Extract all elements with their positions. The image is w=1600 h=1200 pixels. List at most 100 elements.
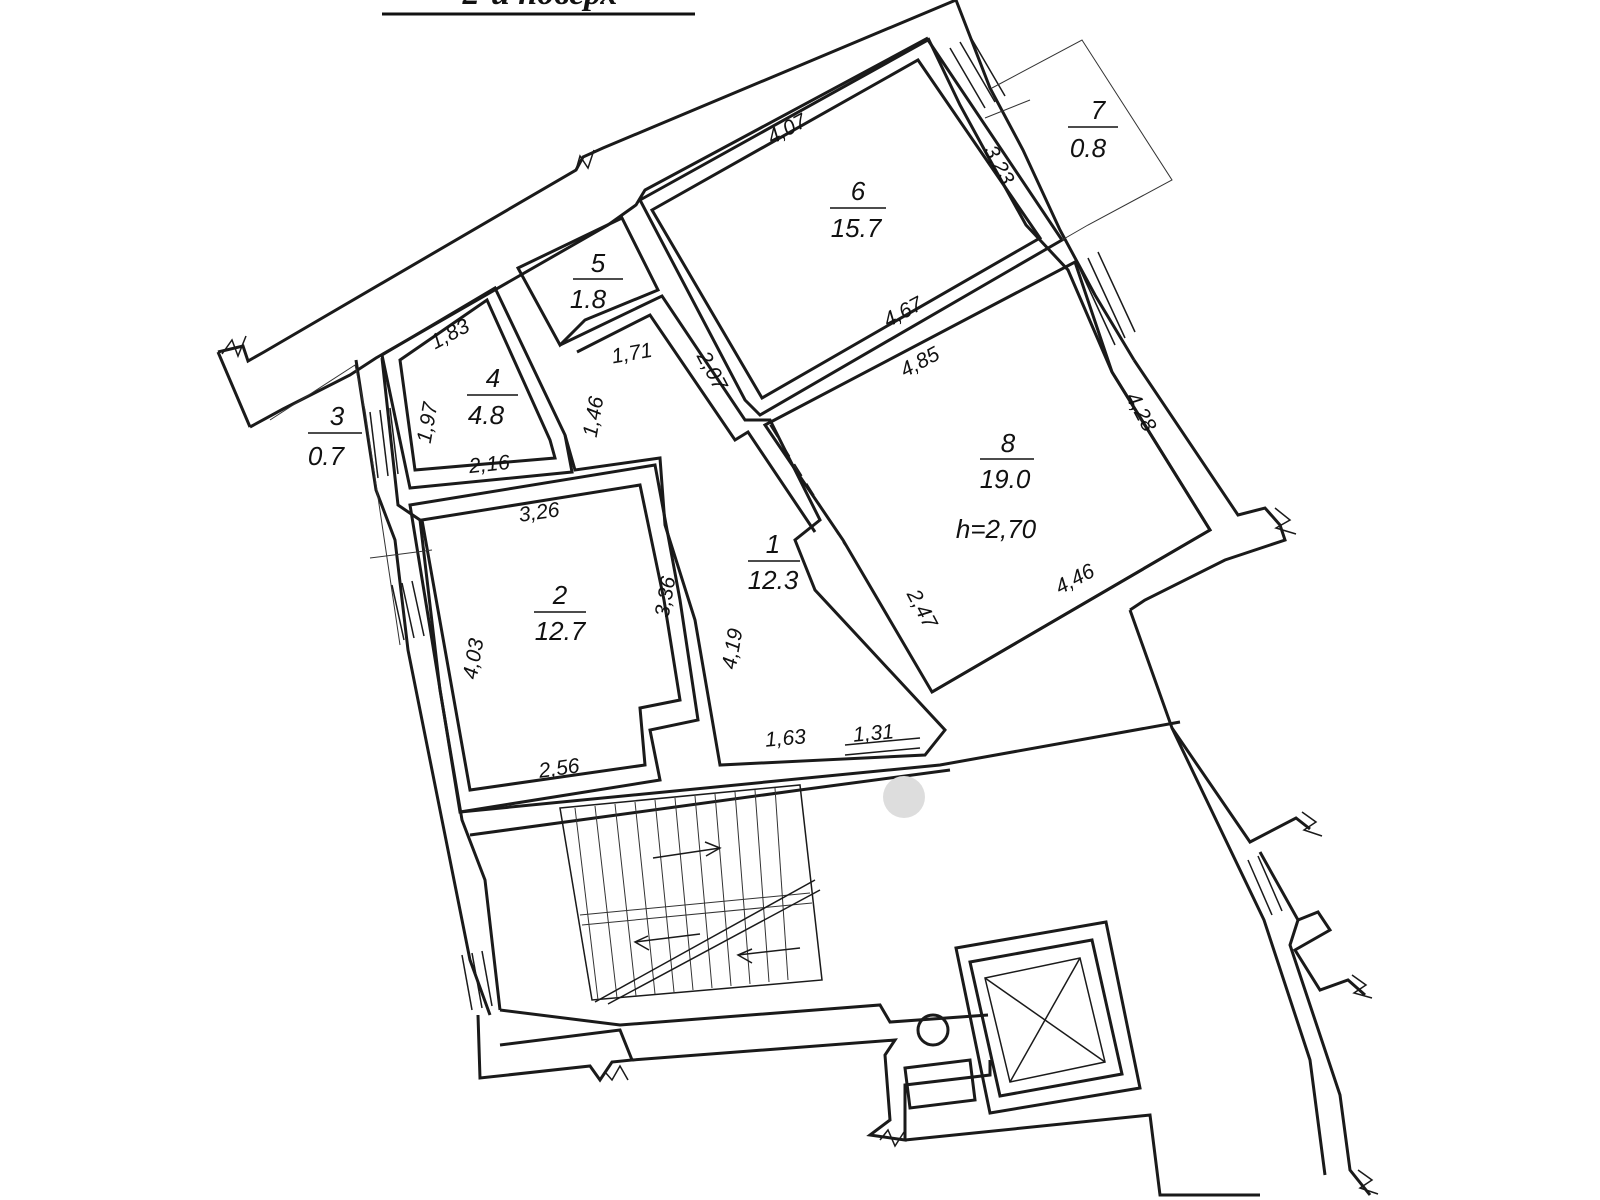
break-symbol-5 [1351, 974, 1373, 999]
stair-treads [574, 787, 813, 1001]
room-6-area: 15.7 [831, 213, 883, 243]
room-2-inner [420, 483, 682, 792]
room-1-label: 1 12.3 [748, 529, 800, 595]
room-4-inner [398, 297, 557, 472]
dim-r8-top: 4,85 [897, 342, 944, 382]
dim-r1-bottom-b: 1,31 [852, 720, 895, 746]
room-1-inner [576, 313, 817, 533]
stair-down-arrow-2 [736, 947, 801, 964]
wall-east-r8 [1129, 359, 1287, 612]
dim-r6-bottom: 4,67 [880, 292, 928, 332]
room-6-label: 6 15.7 [830, 176, 886, 243]
room-1-area: 12.3 [748, 565, 799, 595]
dim-r1-top: 1,71 [610, 339, 654, 369]
room-5-label: 5 1.8 [570, 248, 623, 314]
door-room-1 [844, 737, 921, 756]
room-1-walls [559, 294, 947, 767]
break-symbol-8 [1357, 1169, 1379, 1195]
window-stair [461, 950, 493, 1011]
window-west-upper [369, 407, 399, 479]
dim-r6-top: 4,07 [764, 109, 812, 149]
window-east-lower [1247, 855, 1283, 916]
dim-r4-top: 1,83 [427, 314, 474, 354]
dim-r4-bottom: 2,16 [467, 451, 511, 478]
wall-east-inner [926, 37, 1114, 373]
window-room-6 [949, 35, 1006, 109]
wall-south-west [476, 1014, 635, 1083]
room-6-walls [637, 38, 1065, 417]
ceiling-height-label: h=2,70 [956, 514, 1037, 544]
elevator-cross-2 [1009, 957, 1081, 1083]
wall-east-lower [1128, 609, 1311, 844]
elevator-shaft [903, 920, 1142, 1115]
room-7-area: 0.8 [1070, 133, 1107, 163]
room-8-walls [762, 259, 1213, 695]
plan-title: 2-й поверх [382, 0, 695, 16]
dim-r1-side: 4,19 [718, 626, 748, 671]
stair-down-arrow-1 [633, 933, 701, 951]
stair-break-line [594, 879, 816, 1003]
staircase [559, 784, 823, 1005]
balcony-7-tick [984, 99, 1031, 119]
dim-r6-right: 3,23 [979, 142, 1019, 189]
dim-r8-right: 4,28 [1121, 389, 1161, 436]
elevator-outer [954, 920, 1142, 1115]
room-4-area: 4.8 [468, 400, 505, 430]
room-6-inner [649, 58, 1043, 401]
dim-r2-top: 3,26 [517, 498, 561, 527]
break-symbol-4 [1301, 811, 1323, 837]
dim-r2-right: 3,36 [651, 574, 681, 619]
stair-up-arrow [652, 841, 722, 859]
window-west-lower [391, 580, 425, 641]
break-symbol-1 [221, 335, 247, 359]
elevator-middle [968, 938, 1124, 1098]
balcony-3 [269, 364, 401, 646]
wall-east-lower-2 [1258, 851, 1366, 997]
plan-title-text: 2-й поверх [462, 0, 618, 12]
balcony-3-tick [369, 549, 433, 559]
room-labels: 1 12.3 2 12.7 3 0.7 4 4.8 5 1.8 6 15.7 [308, 95, 1118, 646]
window-room-8 [1077, 251, 1136, 346]
riser-pipe [916, 1013, 950, 1047]
room-8-label: 8 19.0 h=2,70 [956, 428, 1037, 544]
dim-r1-bottom-a: 1,63 [764, 725, 807, 752]
room-3-number: 3 [330, 401, 345, 431]
break-symbol-7 [879, 1128, 905, 1148]
room-3-area: 0.7 [308, 441, 346, 471]
scan-mark [883, 776, 925, 818]
room-1-8-divider [769, 424, 846, 546]
stair-flight [559, 784, 823, 1001]
dim-r4-left: 1,97 [413, 399, 443, 445]
room-2-number: 2 [552, 580, 568, 610]
wall-east-inner-lower [1170, 727, 1327, 1176]
dim-r2-bottom: 2,56 [536, 754, 581, 783]
wall-south-east [904, 1113, 1260, 1197]
corridor-wall [459, 720, 1181, 814]
shaft-niche [903, 1058, 977, 1110]
room-4-label: 4 4.8 [467, 363, 518, 430]
room-3-label: 3 0.7 [308, 401, 362, 471]
room-4-walls [380, 285, 574, 490]
dim-r8-left: 2,47 [902, 585, 943, 634]
balcony-7 [991, 39, 1173, 241]
dim-r1-diag: 2,07 [692, 347, 733, 396]
room-4-number: 4 [486, 363, 500, 393]
wall-north-outer [217, 0, 957, 364]
dimension-labels: 1,71 1,46 2,07 4,19 1,63 1,31 3,26 3,36 … [413, 109, 1161, 783]
room-2-label: 2 12.7 [534, 580, 587, 646]
break-symbols [221, 149, 1379, 1195]
wall-west-stub [216, 351, 252, 428]
dim-r2-left: 4,03 [459, 636, 489, 681]
room-8-area: 19.0 [980, 464, 1031, 494]
break-symbol-6 [604, 1064, 629, 1082]
room-2-walls [408, 463, 700, 814]
break-symbol-3 [1274, 507, 1297, 535]
wall-east-outer [954, 0, 1136, 361]
outer-walls [216, 0, 1372, 1197]
windows [369, 35, 1283, 1011]
wall-west-outer [354, 359, 492, 1016]
balconies [269, 39, 1173, 646]
room-5-number: 5 [591, 248, 606, 278]
stair-break-line-2 [607, 889, 821, 1005]
